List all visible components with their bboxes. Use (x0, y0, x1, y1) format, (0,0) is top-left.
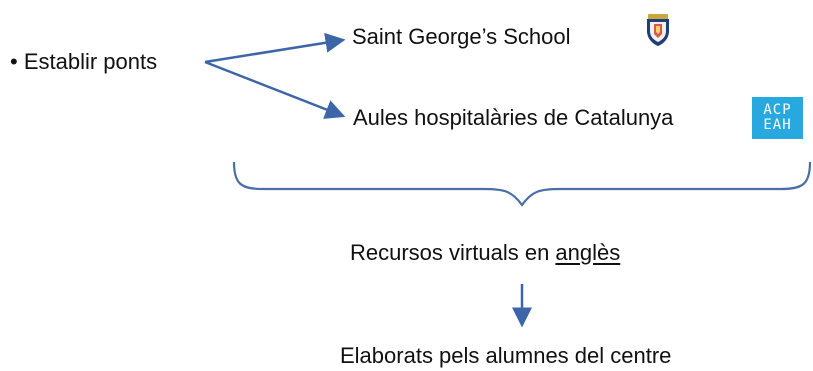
saint-georges-label: Saint George’s School (352, 24, 571, 49)
summary-prefix: Recursos virtuals en (350, 240, 556, 265)
branch-arrow-lower (204, 60, 346, 119)
branch-target-saint-georges: Saint George’s School (352, 24, 571, 50)
summary-text: Recursos virtuals en anglès (350, 240, 620, 266)
branch-target-aules-hospitalaries: Aules hospitalàries de Catalunya (353, 105, 673, 131)
bullet-glyph: • (10, 49, 18, 74)
result-label: Elaborats pels alumnes del centre (340, 343, 672, 368)
summary-emphasis: anglès (555, 240, 621, 265)
shield-icon (647, 14, 669, 46)
branch-arrow-upper (204, 32, 346, 64)
aules-hospitalaries-label: Aules hospitalàries de Catalunya (353, 105, 674, 130)
acp-logo-line-1: ACP (763, 102, 792, 118)
acp-logo-line-2: EAH (763, 117, 792, 133)
result-text: Elaborats pels alumnes del centre (340, 343, 671, 369)
bullet-text-label: Establir ponts (23, 49, 158, 74)
grouping-brace (232, 161, 812, 207)
bullet-item: • Establir ponts (10, 49, 157, 75)
acp-eah-logo: ACP EAH (752, 97, 803, 139)
